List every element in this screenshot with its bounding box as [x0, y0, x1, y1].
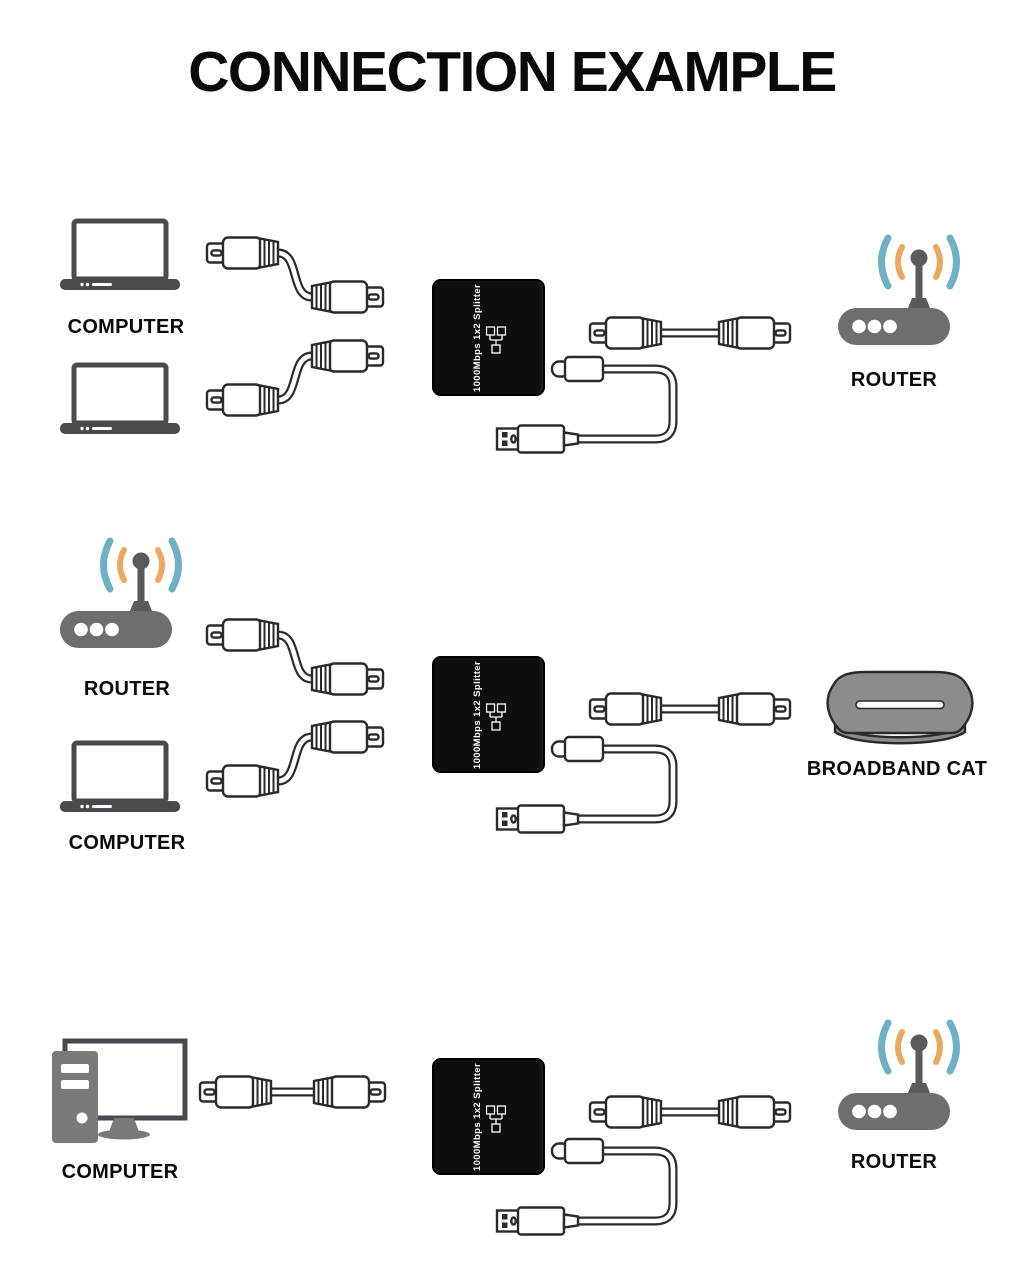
ethernet-cable-icon — [590, 694, 790, 725]
ethernet-splitter-box: 1000Mbps 1x2 Splitter — [432, 1058, 545, 1175]
ethernet-cable-icon — [207, 722, 383, 797]
wifi-router-icon — [60, 541, 179, 648]
ethernet-cable-icon — [207, 341, 383, 416]
desktop-computer-icon — [52, 1041, 185, 1143]
ethernet-1x2-ports-icon — [485, 325, 506, 354]
laptop-icon — [60, 365, 180, 434]
broadband-cat-label: BROADBAND CAT — [806, 758, 988, 780]
ethernet-cable-icon — [590, 318, 790, 349]
splitter-label: 1000Mbps 1x2 Splitter — [471, 660, 483, 769]
computer-label: COMPUTER — [61, 1161, 179, 1183]
wifi-router-icon — [838, 1023, 957, 1130]
ethernet-1x2-ports-icon — [485, 1104, 506, 1133]
broadband-modem-icon — [826, 670, 974, 745]
splitter-label: 1000Mbps 1x2 Splitter — [471, 283, 483, 392]
laptop-icon — [60, 743, 180, 812]
ethernet-cable-icon — [590, 1097, 790, 1128]
router-label: ROUTER — [850, 369, 938, 391]
router-label: ROUTER — [850, 1151, 938, 1173]
splitter-label: 1000Mbps 1x2 Splitter — [471, 1062, 483, 1171]
ethernet-cable-icon — [207, 238, 383, 313]
ethernet-splitter-box: 1000Mbps 1x2 Splitter — [432, 656, 545, 773]
wifi-router-icon — [838, 238, 957, 345]
computer-label: COMPUTER — [67, 316, 185, 338]
computer-label: COMPUTER — [68, 832, 186, 854]
ethernet-splitter-box: 1000Mbps 1x2 Splitter — [432, 279, 545, 396]
laptop-icon — [60, 221, 180, 290]
ethernet-1x2-ports-icon — [485, 702, 506, 731]
ethernet-cable-icon — [207, 620, 383, 695]
ethernet-cable-icon — [200, 1077, 385, 1108]
page-title: CONNECTION EXAMPLE — [188, 40, 837, 104]
router-label: ROUTER — [83, 678, 171, 700]
